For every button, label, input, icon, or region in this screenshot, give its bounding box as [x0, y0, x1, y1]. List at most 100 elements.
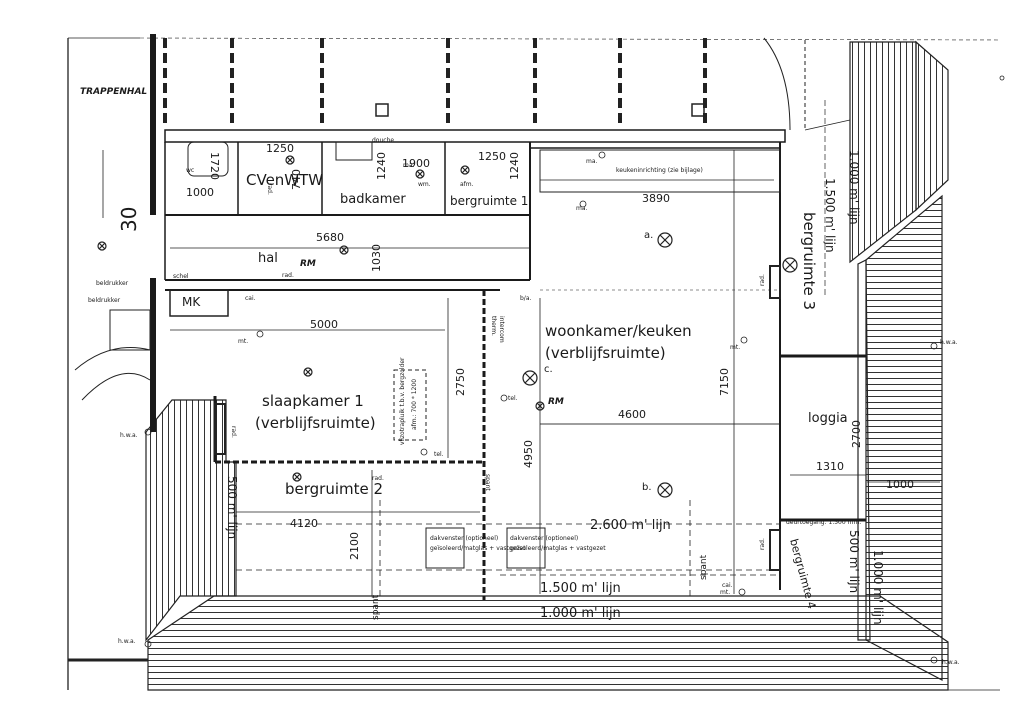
room-labels: TRAPPENHAL 30 CVenWTW badkamer bergruimt… — [80, 87, 960, 666]
label-spant2: spant — [699, 554, 709, 580]
label-schel: schel — [173, 273, 189, 280]
label-afm: afm. — [460, 181, 474, 188]
label-cvwtw: CVenWTW — [246, 171, 323, 189]
label-douche: douche — [372, 137, 394, 144]
label-mk: MK — [182, 295, 201, 309]
dimension-values: 1250 1720 1000 740 1240 1900 1250 1240 3… — [186, 142, 914, 560]
dim-2700: 2700 — [850, 420, 863, 448]
label-bergruimte3: bergruimte 3 — [800, 212, 818, 310]
label-tel2: tel. — [434, 451, 444, 458]
label-hwa1: h.w.a. — [120, 432, 138, 439]
dim-5680: 5680 — [316, 231, 344, 244]
label-mt1: mt. — [238, 338, 248, 345]
label-mt3: mt. — [720, 589, 730, 596]
label-mt2: mt. — [730, 344, 740, 351]
label-lijn1500-v: 1.500 m' lijn — [823, 178, 837, 253]
fixtures — [74, 103, 781, 571]
label-ba: b/a. — [520, 295, 532, 302]
dim-4600: 4600 — [618, 408, 646, 421]
label-dakvenster2a: dakvenster (optioneel) — [510, 535, 578, 542]
window-posts — [163, 38, 707, 128]
label-slaapkamer: slaapkamer 1 — [262, 392, 364, 410]
dimension-lines — [102, 150, 940, 596]
label-beldrukker1: beldrukker — [96, 280, 129, 287]
label-wc: wc — [186, 167, 194, 174]
label-cai1: cai. — [245, 295, 256, 302]
label-spant1: spant — [371, 594, 381, 620]
label-lijn1000-h: 1.000 m' lijn — [540, 606, 621, 621]
diagonal-ridge — [763, 37, 851, 296]
label-ma1: ma. — [586, 158, 598, 165]
label-dakvenster1a: dakvenster (optioneel) — [430, 535, 498, 542]
label-tel1: tel. — [508, 395, 518, 402]
label-deurtoegang: deurtoegang: 1.500 mm. — [786, 519, 861, 526]
label-bergruimte1: bergruimte 1 — [450, 194, 528, 208]
label-light-a: a. — [644, 230, 653, 241]
label-dakvenster1b: geïsoleerd/matglas + vastgezet — [430, 545, 526, 552]
label-loggia: loggia — [808, 411, 848, 426]
label-ma2: ma. — [576, 205, 588, 212]
dim-1250a: 1250 — [266, 142, 294, 155]
dim-1250b: 1250 — [478, 150, 506, 163]
label-lijn500-v2: 500 m' lijn — [847, 530, 861, 593]
dim-1310: 1310 — [816, 460, 844, 473]
dim-1000b: 1000 — [886, 478, 914, 491]
label-keuken-inrichting: keukeninrichting (zie bijlage) — [616, 167, 703, 174]
label-dakvenster2b: geïsoleerd/matglas + vastgezet — [510, 545, 606, 552]
label-lijn500-v: 500 m' lijn — [225, 476, 239, 539]
floor-height-lines — [236, 500, 780, 596]
dim-1000a: 1000 — [186, 186, 214, 199]
label-rad5: rad. — [759, 274, 766, 286]
dim-7150: 7150 — [718, 368, 731, 396]
label-trappenhal: TRAPPENHAL — [80, 87, 147, 97]
label-woonkamer: woonkamer/keuken — [545, 322, 692, 340]
label-rad4: rad. — [230, 426, 237, 438]
label-spant3: spant — [484, 474, 491, 491]
label-rad1: rad. — [266, 183, 273, 195]
label-hwa2: h.w.a. — [118, 638, 136, 645]
light-points — [97, 155, 798, 498]
label-lijn1500-h: 1.500 m' lijn — [540, 581, 621, 596]
label-badkamer: badkamer — [340, 192, 406, 207]
roof-hatching — [145, 40, 949, 691]
label-cai2: cai. — [722, 582, 733, 589]
dim-1900: 1900 — [402, 157, 430, 170]
label-intercom: intercom — [498, 316, 505, 343]
label-light-c: c. — [544, 364, 553, 375]
label-woonkamer-verblijf: (verblijfsruimte) — [545, 344, 666, 362]
label-rad2: rad. — [282, 272, 294, 279]
dim-3890: 3890 — [642, 192, 670, 205]
label-rad6: rad. — [759, 538, 766, 550]
label-num30: 30 — [117, 207, 141, 232]
label-therm: therm. — [490, 316, 497, 336]
label-rm1: RM — [300, 259, 316, 269]
label-hwa3: h.w.a. — [940, 339, 958, 346]
roof-height-labels: 500 m' lijn 1.500 m' lijn 1.000 m' lijn … — [225, 150, 885, 625]
label-wm: wm. — [418, 181, 431, 188]
label-hwa4: h.w.a. — [942, 659, 960, 666]
label-lijn1000-v1: 1.000 m' lijn — [847, 150, 861, 225]
label-light-b: b. — [642, 482, 652, 493]
label-vliering: vlizotrapluik t.b.v. bergzolder — [399, 357, 406, 445]
dim-740: 740 — [290, 169, 303, 190]
label-bergruimte2: bergruimte 2 — [285, 480, 383, 498]
label-beldrukker2: beldrukker — [88, 297, 121, 304]
label-ma3: ma. — [403, 162, 415, 169]
label-slaapkamer-verblijf: (verblijfsruimte) — [255, 414, 376, 432]
walls — [150, 34, 866, 600]
label-lijn2600-h: 2.600 m' lijn — [590, 518, 671, 533]
dim-4120: 4120 — [290, 517, 318, 530]
dim-1240b: 1240 — [508, 152, 521, 180]
dim-1030: 1030 — [370, 244, 383, 272]
dim-1240a: 1240 — [375, 152, 388, 180]
dim-2100: 2100 — [348, 532, 361, 560]
dim-5000: 5000 — [310, 318, 338, 331]
label-rad3: rad. — [372, 475, 384, 482]
dim-2750: 2750 — [454, 368, 467, 396]
label-hal: hal — [258, 251, 278, 266]
label-lijn1000-v2: 1.000 m' lijn — [871, 550, 885, 625]
outlets — [144, 75, 1005, 664]
dim-4950: 4950 — [522, 440, 535, 468]
dim-1720: 1720 — [208, 152, 221, 180]
